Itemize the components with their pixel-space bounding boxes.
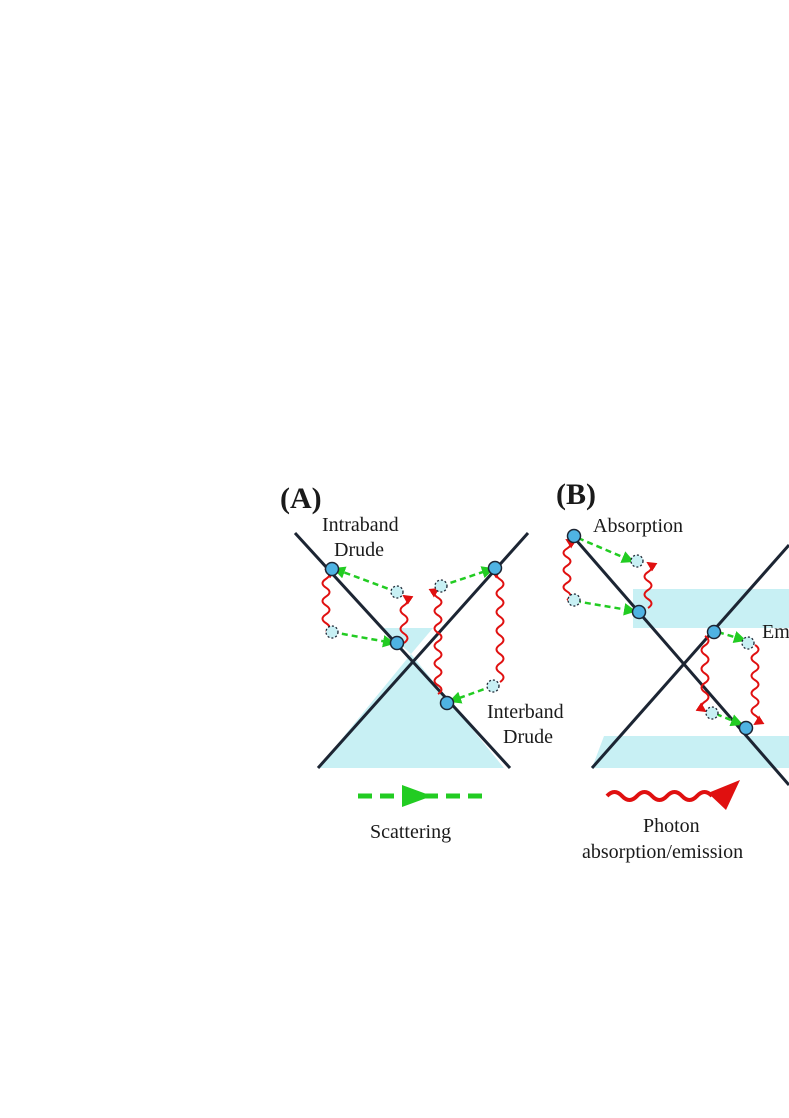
photon-arrow xyxy=(695,635,710,713)
photon-arrow xyxy=(750,644,765,726)
intraband-label-line2: Drude xyxy=(334,539,384,561)
legend-scattering-label: Scattering xyxy=(370,821,451,843)
absorption-label: Absorption xyxy=(593,515,683,537)
virtual-state xyxy=(705,706,719,720)
scatter-arrow xyxy=(332,566,398,594)
panel-a: (A) Intraband Drude Interband Drude xyxy=(280,482,564,770)
scatter-arrow xyxy=(331,630,396,648)
intraband-label-line1: Intraband xyxy=(322,514,399,536)
virtual-state xyxy=(567,593,581,607)
legend-photon-arrowhead xyxy=(708,780,740,810)
scatter-arrow xyxy=(717,630,747,644)
electron xyxy=(389,635,405,651)
interband-label-line1: Interband xyxy=(487,701,564,723)
photon-arrow xyxy=(490,568,505,683)
electron xyxy=(324,561,340,577)
emission-label: Em xyxy=(762,621,789,643)
photon-arrow xyxy=(321,568,336,633)
panel-a-valence-fill xyxy=(318,654,504,768)
panel-b-band-line-1 xyxy=(568,532,789,786)
panel-b-tag: (B) xyxy=(556,478,596,511)
scatter-arrow xyxy=(574,599,637,616)
virtual-state xyxy=(630,554,644,568)
electron xyxy=(566,528,582,544)
electron xyxy=(738,720,754,736)
photon-arrow xyxy=(643,561,658,609)
electron xyxy=(439,695,455,711)
legend-photon-label-line2: absorption/emission xyxy=(582,841,743,863)
interband-label-line2: Drude xyxy=(503,726,553,748)
electron xyxy=(706,624,722,640)
electron xyxy=(631,604,647,620)
legend: Scattering Photon absorption/emission xyxy=(358,780,743,863)
scatter-arrow xyxy=(715,712,744,727)
virtual-state xyxy=(390,585,404,599)
panel-b-upper-fill xyxy=(633,589,789,628)
scatter-arrow xyxy=(448,684,494,704)
panel-b-band-line-2 xyxy=(590,544,789,769)
scatter-arrow xyxy=(440,566,495,588)
virtual-state xyxy=(741,636,755,650)
virtual-state xyxy=(325,625,339,639)
virtual-state xyxy=(434,579,448,593)
virtual-state xyxy=(486,679,500,693)
panel-b: (B) Absorption Em xyxy=(556,478,789,786)
photon-arrow xyxy=(399,594,414,644)
legend-scatter-arrowhead xyxy=(402,785,432,807)
panel-a-tag: (A) xyxy=(280,482,322,515)
photon-arrow xyxy=(562,538,577,601)
legend-photon-wave xyxy=(605,790,714,802)
legend-photon-label-line1: Photon xyxy=(643,815,700,837)
panel-b-lower-fill xyxy=(592,736,789,768)
photon-arrow xyxy=(428,587,443,695)
electron xyxy=(487,560,503,576)
